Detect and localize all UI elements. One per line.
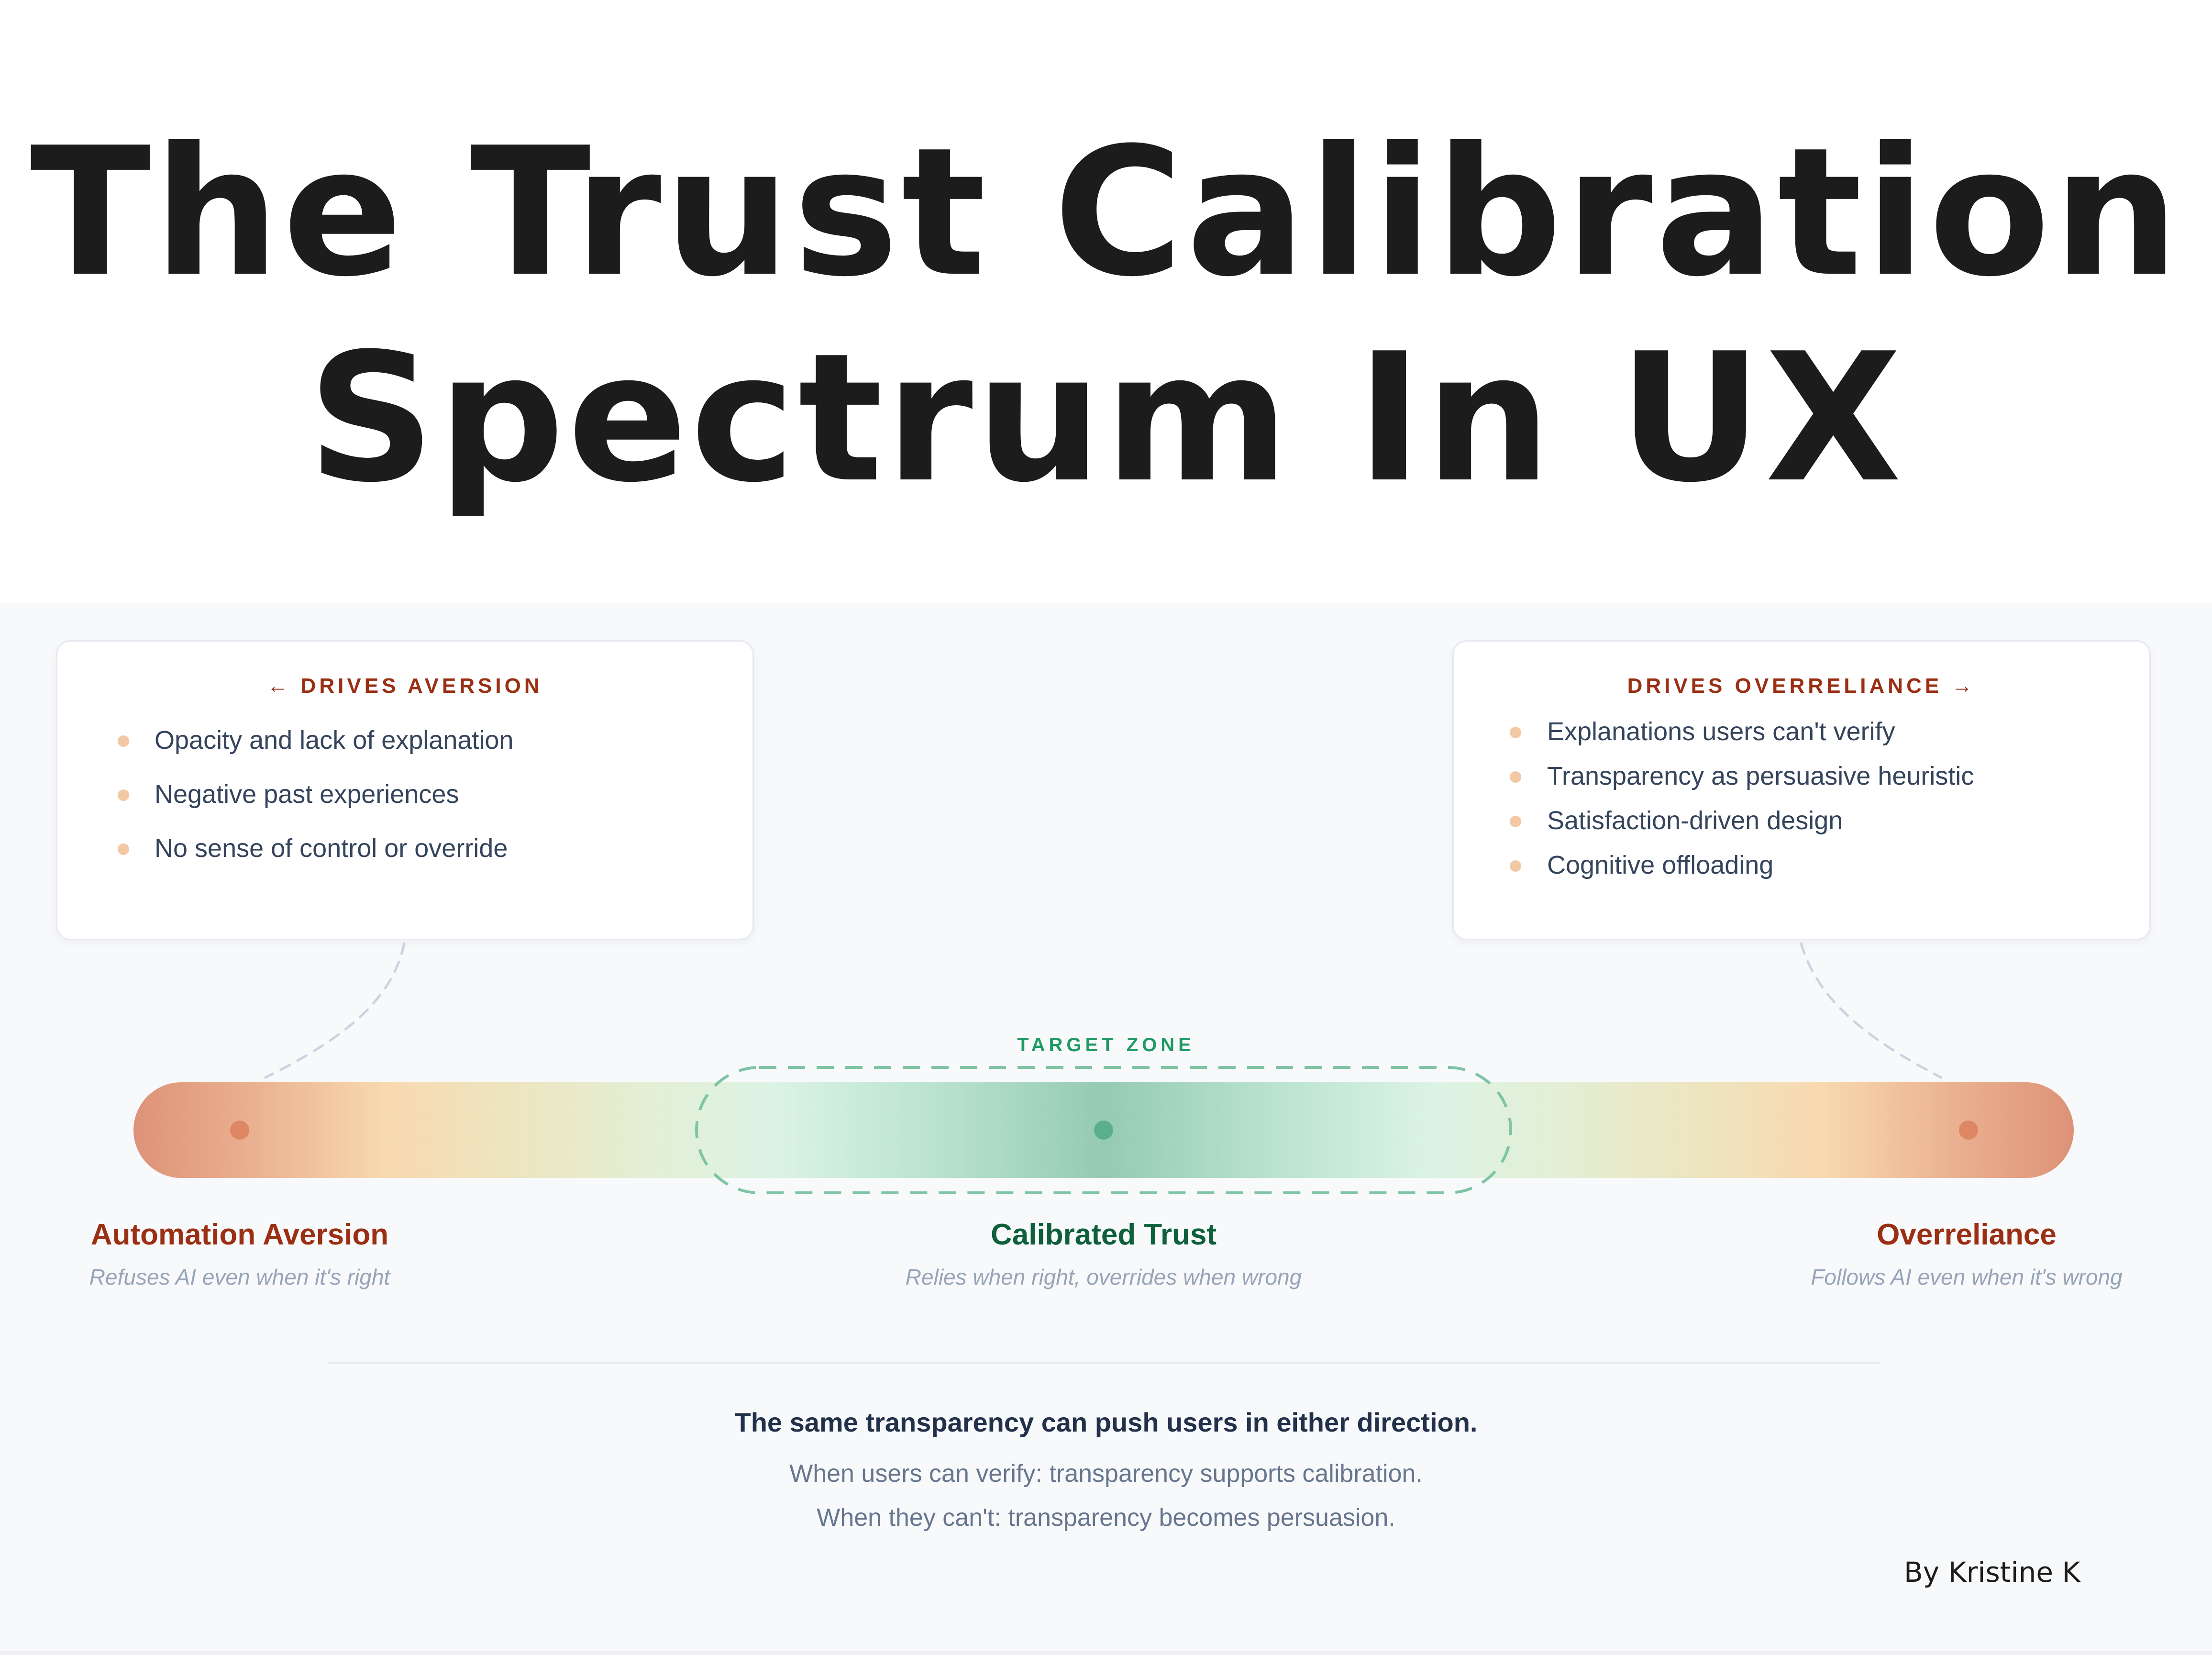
bullet-dot-icon xyxy=(118,735,129,747)
drives-aversion-heading: ← DRIVES AVERSION xyxy=(267,674,543,698)
drives-overreliance-list: Explanations users can't verify Transpar… xyxy=(1454,714,2149,892)
bullet-dot-icon xyxy=(1510,860,1521,872)
bullet-dot-icon xyxy=(118,844,129,855)
list-item: Cognitive offloading xyxy=(1454,848,2149,892)
drives-overreliance-heading: DRIVES OVERRELIANCE → xyxy=(1627,674,1976,698)
drives-overreliance-card: DRIVES OVERRELIANCE → Explanations users… xyxy=(1452,640,2151,940)
bullet-dot-icon xyxy=(1510,771,1521,783)
page-title: The Trust Calibration Spectrum In UX xyxy=(0,110,2212,522)
list-item: Opacity and lack of explanation xyxy=(57,723,752,777)
header: The Trust Calibration Spectrum In UX xyxy=(0,0,2212,603)
bottom-edge xyxy=(0,1651,2212,1655)
calibrated-marker-icon xyxy=(1094,1121,1113,1140)
overreliance-marker-icon xyxy=(1959,1121,1978,1140)
footer-line-verify: When users can verify: transparency supp… xyxy=(789,1460,1423,1488)
list-item: Satisfaction-driven design xyxy=(1454,803,2149,848)
author-byline: By Kristine K xyxy=(1904,1556,2080,1588)
footer-headline: The same transparency can push users in … xyxy=(734,1407,1478,1437)
bullet-dot-icon xyxy=(118,789,129,801)
overreliance-subtitle: Follows AI even when it's wrong xyxy=(1811,1265,2123,1289)
bullet-dot-icon xyxy=(1510,816,1521,827)
target-zone-outline xyxy=(695,1066,1512,1194)
list-item: No sense of control or override xyxy=(57,831,752,885)
aversion-marker-icon xyxy=(230,1121,249,1140)
calibrated-trust-subtitle: Relies when right, overrides when wrong xyxy=(905,1265,1302,1289)
drives-aversion-list: Opacity and lack of explanation Negative… xyxy=(57,723,752,885)
target-zone-label: TARGET ZONE xyxy=(1017,1034,1195,1055)
drives-aversion-card: ← DRIVES AVERSION Opacity and lack of ex… xyxy=(56,640,754,940)
bullet-dot-icon xyxy=(1510,727,1521,738)
title-line-1: The Trust Calibration xyxy=(30,110,2182,316)
automation-aversion-subtitle: Refuses AI even when it's right xyxy=(89,1265,390,1289)
list-item: Explanations users can't verify xyxy=(1454,714,2149,759)
footer-line-persuasion: When they can't: transparency becomes pe… xyxy=(817,1504,1395,1532)
section-divider xyxy=(328,1362,1880,1364)
automation-aversion-title: Automation Aversion xyxy=(90,1218,389,1251)
title-line-2: Spectrum In UX xyxy=(307,316,1905,522)
list-item: Negative past experiences xyxy=(57,777,752,831)
calibrated-trust-title: Calibrated Trust xyxy=(991,1218,1217,1251)
overreliance-title: Overreliance xyxy=(1877,1218,2057,1251)
list-item: Transparency as persuasive heuristic xyxy=(1454,759,2149,803)
